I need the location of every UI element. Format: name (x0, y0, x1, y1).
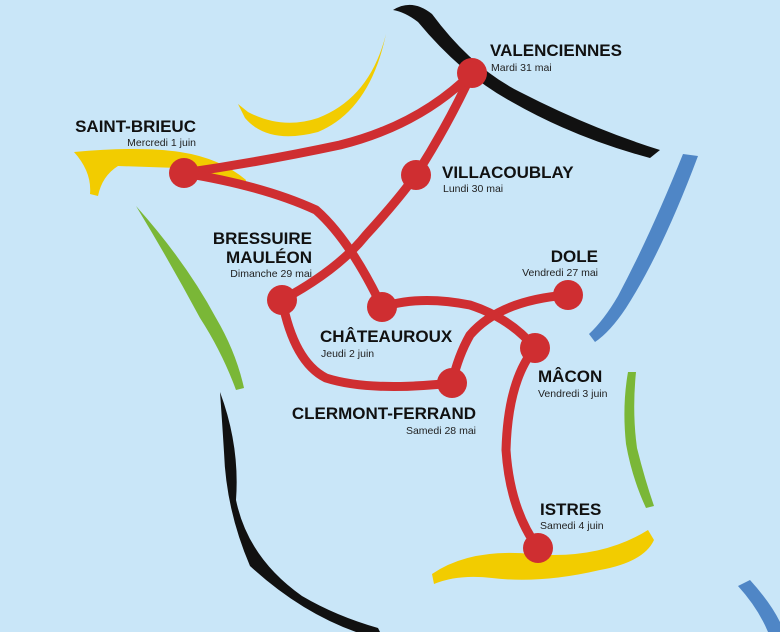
marker-bressuire-mauleon[interactable] (267, 285, 297, 315)
marker-villacoublay[interactable] (401, 160, 431, 190)
border-atlantic-green (136, 206, 244, 390)
route-leg-macon-istres (501, 343, 543, 553)
border-corsica-blue (738, 580, 780, 632)
date-label-istres: Samedi 4 juin (540, 520, 604, 532)
border-north-black (393, 4, 660, 158)
france-outline (74, 4, 780, 632)
marker-istres[interactable] (523, 533, 553, 563)
route-leg-villacoublay-valenciennes (411, 68, 477, 180)
city-label-macon: MÂCON (538, 367, 602, 386)
border-brittany-yellow (74, 149, 246, 196)
border-alps-green (624, 372, 654, 508)
city-label-chateauroux: CHÂTEAUROUX (320, 327, 453, 346)
date-label-villacoublay: Lundi 30 mai (443, 183, 503, 195)
border-east-blue (589, 154, 698, 342)
route-leg-clermont-bressuire (277, 295, 457, 392)
marker-chateauroux[interactable] (367, 292, 397, 322)
marker-macon[interactable] (520, 333, 550, 363)
border-north-yellow (238, 34, 386, 137)
date-label-dole: Vendredi 27 mai (522, 267, 598, 279)
date-label-chateauroux: Jeudi 2 juin (321, 348, 374, 360)
route-leg-dole-clermont (447, 290, 573, 388)
city-label-villacoublay: VILLACOUBLAY (442, 163, 574, 182)
stop-labels: VALENCIENNES Mardi 31 mai SAINT-BRIEUC M… (75, 41, 622, 532)
city-label-dole: DOLE (551, 247, 598, 266)
city-label-mauleon: MAULÉON (226, 248, 312, 267)
city-label-saint-brieuc: SAINT-BRIEUC (75, 117, 196, 136)
city-label-valenciennes: VALENCIENNES (490, 41, 622, 60)
city-label-bressuire: BRESSUIRE (213, 229, 312, 248)
route-leg-valenciennes-saintbrieuc (179, 68, 477, 178)
city-label-istres: ISTRES (540, 500, 601, 519)
marker-saint-brieuc[interactable] (169, 158, 199, 188)
date-label-valenciennes: Mardi 31 mai (491, 62, 552, 74)
city-label-clermont-ferrand: CLERMONT-FERRAND (292, 404, 476, 423)
date-label-clermont-ferrand: Samedi 28 mai (406, 425, 476, 437)
date-label-saint-brieuc: Mercredi 1 juin (127, 137, 196, 149)
marker-valenciennes[interactable] (457, 58, 487, 88)
date-label-macon: Vendredi 3 juin (538, 388, 608, 400)
date-label-bressuire-mauleon: Dimanche 29 mai (230, 268, 312, 280)
marker-dole[interactable] (553, 280, 583, 310)
marker-clermont-ferrand[interactable] (437, 368, 467, 398)
stop-markers (169, 58, 583, 563)
route-leg-saintbrieuc-chateauroux (179, 168, 387, 312)
border-southwest-black (220, 392, 380, 632)
route-leg-chateauroux-macon (377, 296, 540, 353)
route-leg-bressuire-villacoublay (277, 170, 421, 305)
